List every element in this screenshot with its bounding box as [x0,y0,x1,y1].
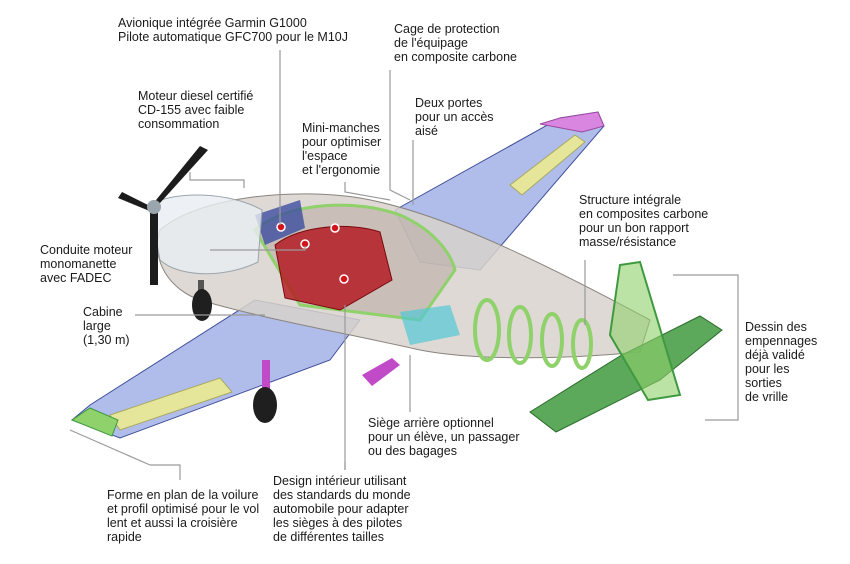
propeller [118,146,208,285]
label-cabin: Cabine large (1,30 m) [83,305,130,347]
horizontal-stabilizer [529,315,723,433]
label-interior: Design intérieur utilisant des standards… [273,474,411,544]
label-engine: Moteur diesel certifié CD-155 avec faibl… [138,89,254,131]
landing-gear [192,280,400,423]
right-wing-tip [539,111,605,133]
label-rear-seat: Siège arrière optionnel pour un élève, u… [368,416,520,458]
right-wing-tank [509,134,586,196]
label-throttle: Conduite moteur monomanette avec FADEC [40,243,133,285]
left-wing-tank [109,377,233,431]
leader-lines [69,50,739,480]
baggage-area [400,305,460,345]
red-dot-icon [276,222,349,284]
vertical-fin [608,260,682,402]
label-avionics: Avionique intégrée Garmin G1000 Pilote a… [118,16,348,44]
label-sticks: Mini-manches pour optimiser l'espace et … [302,121,382,177]
fuselage-frames [473,298,593,370]
label-tail: Dessin des empennages déjà validé pour l… [745,320,818,404]
engine-cowling [149,194,263,275]
label-cage: Cage de protection de l'équipage en comp… [394,22,517,64]
label-structure: Structure intégrale en composites carbon… [579,193,709,249]
label-doors: Deux portes pour un accès aisé [415,96,494,138]
label-wing: Forme en plan de la voilure et profil op… [107,488,260,544]
left-wing-tip [70,407,119,437]
